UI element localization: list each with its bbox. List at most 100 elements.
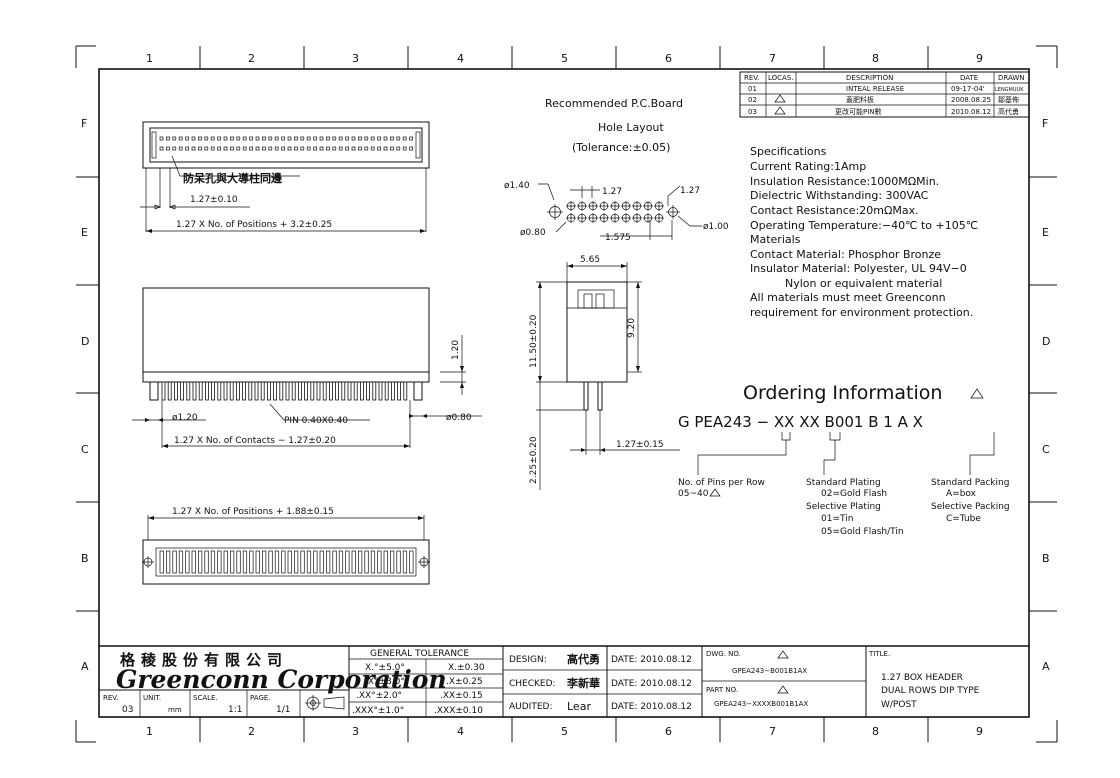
top-pin <box>409 136 413 141</box>
front-pin <box>372 381 377 401</box>
top-pin <box>191 136 196 141</box>
approval-block: DESIGN: 高代勇 CHECKED: 李新華 AUDITED: Lear D… <box>503 652 702 713</box>
scale-value: 1:1 <box>228 705 242 715</box>
row-label-f: F <box>81 117 87 130</box>
bottom-pin <box>236 550 241 574</box>
pcb-title-line1: Recommended P.C.Board <box>545 97 683 110</box>
bottom-pin <box>326 550 331 574</box>
checked-value: 李新華 <box>566 676 600 690</box>
dwg-no-value: GPEA243−B001B1AX <box>732 667 807 675</box>
front-pin <box>242 381 247 401</box>
front-pin <box>167 381 172 401</box>
bottom-pin <box>319 550 324 574</box>
top-pin <box>377 136 381 141</box>
front-pin <box>297 381 302 401</box>
top-pin <box>351 146 356 151</box>
side-body-dim: 11.50±0.20 <box>529 314 539 368</box>
col-label-3: 3 <box>352 52 359 65</box>
title-line-3: W/POST <box>881 700 917 710</box>
top-pin <box>281 136 285 141</box>
front-pin <box>359 381 364 401</box>
side-view: 5.65 11.50±0.20 9.20 2.25±0.20 1.27±0.15 <box>529 255 680 490</box>
top-pin <box>230 146 234 151</box>
pcb-hole-small-dim: ø0.80 <box>520 228 546 238</box>
top-pin <box>166 136 170 141</box>
top-pin <box>274 136 279 141</box>
front-height-dim: 1.20 <box>451 340 461 360</box>
col-label-1-bottom: 1 <box>146 725 153 738</box>
row-label-b-right: B <box>1042 552 1050 565</box>
bottom-pin <box>351 550 356 574</box>
column-labels-top: 1 2 3 4 5 6 7 8 9 <box>146 52 983 65</box>
spec-line-5: Operating Temperature:−40℃ to +105℃ <box>750 219 978 232</box>
part-no-value: GPEA243−XXXXB001B1AX <box>714 700 808 708</box>
top-pin <box>370 146 375 151</box>
rev-header-locas: LOCAS. <box>768 74 794 82</box>
top-pin <box>178 136 183 141</box>
ordering-plating-gf-tin: 05=Gold Flash/Tin <box>821 527 904 537</box>
ordering-information: Ordering Information G PEA243 − XX XX B0… <box>678 382 1010 537</box>
top-pin <box>300 136 305 141</box>
top-pin <box>287 136 292 141</box>
top-pin <box>223 146 228 151</box>
front-pin-size-dim: PIN 0.40X0.40 <box>284 416 348 426</box>
ordering-plating-tin: 01=Tin <box>821 514 853 524</box>
side-inner-dim: 9.20 <box>627 318 637 338</box>
bottom-pin <box>377 550 382 574</box>
spec-line-4: Contact Resistance:20mΩMax. <box>750 204 919 217</box>
front-pin <box>266 381 271 401</box>
ordering-code: G PEA243 − XX XX B001 B 1 A X <box>678 413 923 431</box>
rev-row-2-date: 2008.08.25 <box>951 96 991 104</box>
top-pin <box>262 146 266 151</box>
top-pin <box>185 146 189 151</box>
row-label-e: E <box>81 226 88 239</box>
ordering-pins-label: No. of Pins per Row <box>678 478 765 488</box>
side-width-dim: 5.65 <box>580 255 600 265</box>
general-tolerance-table: GENERAL TOLERANCE X.°±5.0° X.±0.30 .X°±3… <box>349 649 503 717</box>
title-label: TITLE. <box>868 650 890 658</box>
bottom-pin <box>223 550 228 574</box>
front-pin <box>304 381 309 401</box>
top-pin <box>159 136 164 141</box>
top-pin <box>262 136 266 141</box>
projection-symbol-icon <box>305 695 345 711</box>
column-ticks <box>199 46 929 742</box>
rev-header-date: DATE <box>960 74 978 82</box>
front-pin <box>322 381 327 401</box>
top-pin <box>300 146 305 151</box>
row-label-c: C <box>81 443 89 456</box>
pcb-hole-grid <box>547 201 680 223</box>
ordering-pins-range: 05~40 <box>678 489 709 499</box>
top-pin <box>281 146 285 151</box>
bottom-pin <box>338 550 344 574</box>
top-total-dim: 1.27 X No. of Positions + 3.2±0.25 <box>176 220 332 230</box>
pcb-hole-layout: Recommended P.C.Board Hole Layout (Toler… <box>504 97 729 243</box>
pcb-tolerance: (Tolerance:±0.05) <box>572 141 670 154</box>
title-line-2: DUAL ROWS DIP TYPE <box>881 686 980 696</box>
ordering-title: Ordering Information <box>743 382 942 404</box>
ordering-pins-delta-icon <box>709 488 721 497</box>
front-pin <box>198 381 203 401</box>
row-labels-right: F E D C B A <box>1042 117 1050 673</box>
top-pin <box>364 136 369 141</box>
front-pin <box>192 381 197 401</box>
front-pin <box>229 381 234 401</box>
col-label-5-bottom: 5 <box>561 725 568 738</box>
top-pin <box>191 146 196 151</box>
top-pin <box>236 146 241 151</box>
front-pin <box>223 381 228 401</box>
bottom-pin <box>178 550 184 574</box>
top-pin <box>274 146 279 151</box>
bottom-pin <box>217 550 222 574</box>
front-pin <box>161 381 166 401</box>
tolerance-angle-0: X.°±5.0° <box>365 663 405 673</box>
top-pin <box>338 136 343 141</box>
front-contacts-dim: 1.27 X No. of Contacts − 1.27±0.20 <box>174 436 336 446</box>
audited-date: DATE: 2010.08.12 <box>611 702 692 712</box>
bottom-pin <box>396 550 401 574</box>
top-pin <box>390 136 394 141</box>
front-pin <box>390 381 395 401</box>
bottom-pin <box>409 550 414 574</box>
top-pin <box>242 146 247 151</box>
top-pin <box>313 146 317 151</box>
